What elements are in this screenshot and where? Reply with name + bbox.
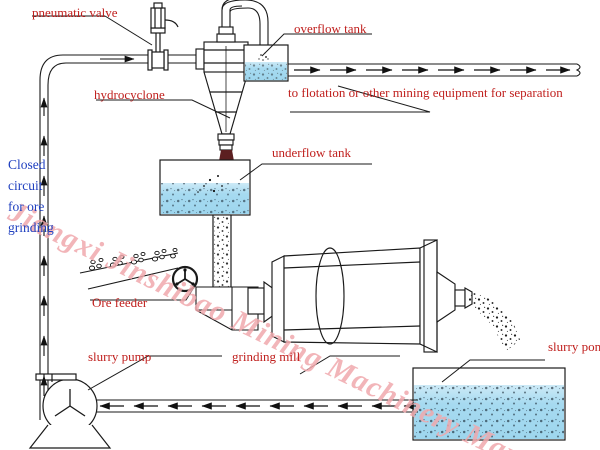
slurry-pump <box>28 373 112 449</box>
underflow-downcomer <box>212 214 232 288</box>
leader-slurry-pump <box>87 355 222 391</box>
overflow-tank <box>243 44 289 82</box>
label-pneumatic-valve: pneumatic valve <box>32 5 118 20</box>
slurry-pond <box>412 367 566 441</box>
label-slurry-pump: slurry pump <box>88 349 152 364</box>
label-slurry-pond: slurry pond <box>548 339 600 354</box>
label-ore-feeder: Ore feeder <box>92 295 148 310</box>
leader-ore-feeder <box>90 283 197 301</box>
mill-discharge-spray <box>468 292 520 352</box>
overflow-discharge-pipe <box>288 63 581 77</box>
closed-circuit-line-4: grinding <box>8 219 54 235</box>
pneumatic-valve <box>147 2 179 71</box>
label-closed-circuit: Closed circuit for ore grinding <box>8 155 54 239</box>
pond-return-pipe <box>95 399 418 413</box>
ore-lumps <box>88 247 178 271</box>
leader-slurry-pond <box>441 359 545 383</box>
leader-underflow-tank <box>239 163 372 181</box>
closed-circuit-line-1: Closed <box>8 157 46 172</box>
label-to-flotation: to flotation or other mining equipment f… <box>288 85 563 100</box>
underflow-tank <box>159 159 251 216</box>
label-overflow-tank: overflow tank <box>294 21 367 36</box>
label-hydrocyclone: hydrocyclone <box>94 87 165 102</box>
mill-feed-chute <box>195 286 259 331</box>
label-grinding-mill: grinding mill <box>232 349 301 364</box>
hydrocyclone <box>195 10 249 151</box>
ore-feeder <box>79 252 199 293</box>
label-underflow-tank: underflow tank <box>272 145 352 160</box>
leader-to-flotation <box>290 85 431 113</box>
leader-pneumatic-valve <box>104 15 153 46</box>
feed-pipe-to-cyclone <box>76 54 205 64</box>
riser-pipe <box>39 54 76 420</box>
closed-circuit-line-3: for ore <box>8 198 45 214</box>
leader-grinding-mill <box>299 355 400 375</box>
overflow-pipe <box>221 0 269 48</box>
grinding-mill <box>247 239 473 353</box>
leader-lines <box>32 15 545 391</box>
closed-circuit-line-2: circuit <box>8 177 43 193</box>
leader-hydrocyclone <box>96 99 231 119</box>
leader-overflow-tank <box>261 33 372 57</box>
